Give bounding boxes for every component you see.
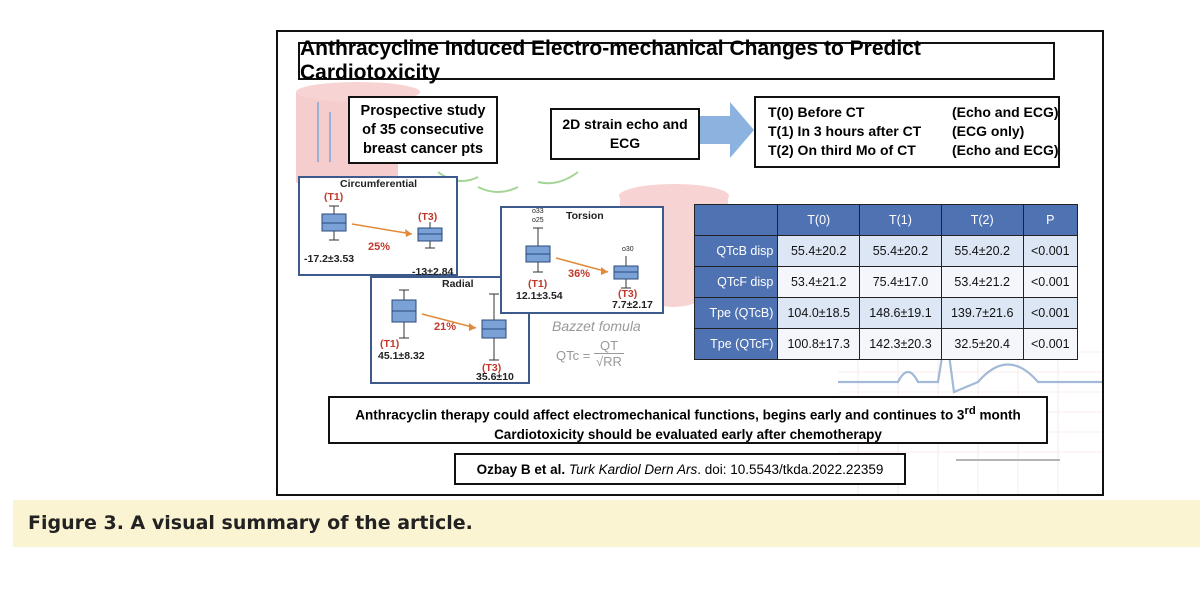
timepoint-row: T(1) In 3 hours after CT (ECG only) xyxy=(768,122,1058,141)
timepoint-row: T(2) On third Mo of CT (Echo and ECG) xyxy=(768,141,1059,160)
timepoint-label: T(0) Before CT xyxy=(768,104,865,120)
table-cell: 53.4±21.2 xyxy=(777,266,861,298)
row-label: QTcF disp xyxy=(693,266,779,298)
circumferential-strain-panel: Circumferential (T1) (T3) 25% -17.2±3.53 xyxy=(298,176,458,276)
table-cell: 100.8±17.3 xyxy=(777,328,861,360)
torsion-panel: Torsion o33 o25 o30 36% (T1) 12.1±3.54 (… xyxy=(500,206,664,314)
table-cell: 148.6±19.1 xyxy=(859,297,942,329)
timepoint-modality: (Echo and ECG) xyxy=(952,142,1059,158)
table-header: T(0) xyxy=(777,204,861,236)
citation-doi: . doi: 10.5543/tkda.2022.22359 xyxy=(697,461,884,477)
conclusion-text: month xyxy=(975,407,1021,423)
boxplot-graphic xyxy=(391,289,507,361)
timepoint-modality: (ECG only) xyxy=(952,123,1025,139)
timepoint-label: T(2) On third Mo of CT xyxy=(768,142,916,158)
citation-authors: Ozbay B et al. xyxy=(476,461,566,477)
citation-box: Ozbay B et al. Turk Kardiol Dern Ars. do… xyxy=(454,453,906,485)
table-cell: <0.001 xyxy=(1022,297,1079,329)
boxplot-graphic xyxy=(321,205,443,249)
study-description-box: Prospective study of 35 consecutive brea… xyxy=(348,96,498,164)
formula-denominator: RR xyxy=(603,353,622,369)
timepoint-modality: (Echo and ECG) xyxy=(952,104,1059,120)
t3-value: 7.7±2.17 xyxy=(612,299,653,311)
table-header xyxy=(693,204,779,236)
t3-label: (T3) xyxy=(418,211,438,223)
t3-label: (T3) xyxy=(482,362,502,374)
timepoint-label: T(1) In 3 hours after CT xyxy=(768,123,922,139)
percent-change: 21% xyxy=(434,321,457,333)
outlier-label: o30 xyxy=(622,246,634,253)
t1-value: 12.1±3.54 xyxy=(516,290,563,302)
method-line-1: 2D strain echo and xyxy=(562,116,688,132)
caption-background xyxy=(13,500,1200,547)
visual-abstract-figure: QT Anthracycline Induced Electro-mechani… xyxy=(276,30,1104,496)
formula-numerator: QT xyxy=(593,338,625,354)
superscript: rd xyxy=(964,405,976,417)
panel-title: Radial xyxy=(442,278,474,290)
panel-title: Circumferential xyxy=(340,178,418,190)
table-row: Tpe (QTcB) 104.0±18.5 148.6±19.1 139.7±2… xyxy=(693,297,1079,329)
timepoint-row: T(0) Before CT (Echo and ECG) xyxy=(768,103,1059,122)
table-cell: 55.4±20.2 xyxy=(940,235,1024,267)
t3-value-circumferential: -13±2.84 xyxy=(412,266,454,278)
table-header: T(1) xyxy=(859,204,942,236)
study-line-1: Prospective study xyxy=(360,103,486,119)
t1-label: (T1) xyxy=(324,191,344,203)
outlier-label: o33 xyxy=(532,208,544,215)
table-row: QTcF disp 53.4±21.2 75.4±17.0 53.4±21.2 … xyxy=(693,266,1079,298)
table-cell: 55.4±20.2 xyxy=(859,235,942,267)
table-header-row: T(0) T(1) T(2) P xyxy=(693,204,1079,236)
citation-journal: Turk Kardiol Dern Ars xyxy=(568,461,698,477)
boxplot-graphic xyxy=(525,227,639,289)
figure-title: Anthracycline Induced Electro-mechanical… xyxy=(298,37,1055,84)
timepoints-box: T(0) Before CT (Echo and ECG) T(1) In 3 … xyxy=(754,96,1060,168)
qtc-formula: QTc = QT √RR xyxy=(556,338,625,369)
method-box: 2D strain echo and ECG xyxy=(550,108,700,160)
table-cell: <0.001 xyxy=(1022,235,1079,267)
table-row: QTcB disp 55.4±20.2 55.4±20.2 55.4±20.2 … xyxy=(693,235,1079,267)
conclusion-line-1: Anthracyclin therapy could affect electr… xyxy=(330,402,1046,425)
percent-change: 36% xyxy=(568,268,591,280)
table-cell: 53.4±21.2 xyxy=(940,266,1024,298)
table-cell: <0.001 xyxy=(1022,266,1079,298)
table-row: Tpe (QTcF) 100.8±17.3 142.3±20.3 32.5±20… xyxy=(693,328,1079,360)
t1-value: 45.1±8.32 xyxy=(378,350,425,362)
outlier-label: o25 xyxy=(532,217,544,224)
t1-value: -17.2±3.53 xyxy=(304,253,355,265)
table-cell: 55.4±20.2 xyxy=(777,235,861,267)
conclusion-box: Anthracyclin therapy could affect electr… xyxy=(328,396,1048,444)
panel-title: Torsion xyxy=(566,210,604,222)
table-cell: 139.7±21.6 xyxy=(940,297,1024,329)
study-line-2: of 35 consecutive xyxy=(362,122,484,138)
table-cell: 142.3±20.3 xyxy=(859,328,942,360)
table-cell: <0.001 xyxy=(1022,328,1079,360)
row-label: Tpe (QTcF) xyxy=(693,328,779,360)
table-header: P xyxy=(1022,204,1079,236)
formula-name: Bazzet fomula xyxy=(552,318,641,334)
table-cell: 75.4±17.0 xyxy=(859,266,942,298)
t3-label: (T3) xyxy=(618,288,638,300)
table-cell: 32.5±20.4 xyxy=(940,328,1024,360)
table-cell: 104.0±18.5 xyxy=(777,297,861,329)
table-header: T(2) xyxy=(940,204,1024,236)
conclusion-text: Anthracyclin therapy could affect electr… xyxy=(355,407,965,423)
method-line-2: ECG xyxy=(609,135,641,151)
ecg-results-table: T(0) T(1) T(2) P QTcB disp 55.4±20.2 55.… xyxy=(693,204,1079,360)
percent-change: 25% xyxy=(368,241,391,253)
row-label: QTcB disp xyxy=(693,235,779,267)
study-line-3: breast cancer pts xyxy=(362,141,484,157)
t1-label: (T1) xyxy=(380,338,400,350)
t1-label: (T1) xyxy=(528,278,548,290)
formula-lhs: QTc = xyxy=(556,348,591,363)
t3-value: 35.6±10 xyxy=(476,371,514,383)
row-label: Tpe (QTcB) xyxy=(693,297,779,329)
figure-caption: Figure 3. A visual summary of the articl… xyxy=(28,512,473,534)
conclusion-line-2: Cardiotoxicity should be evaluated early… xyxy=(494,426,882,442)
